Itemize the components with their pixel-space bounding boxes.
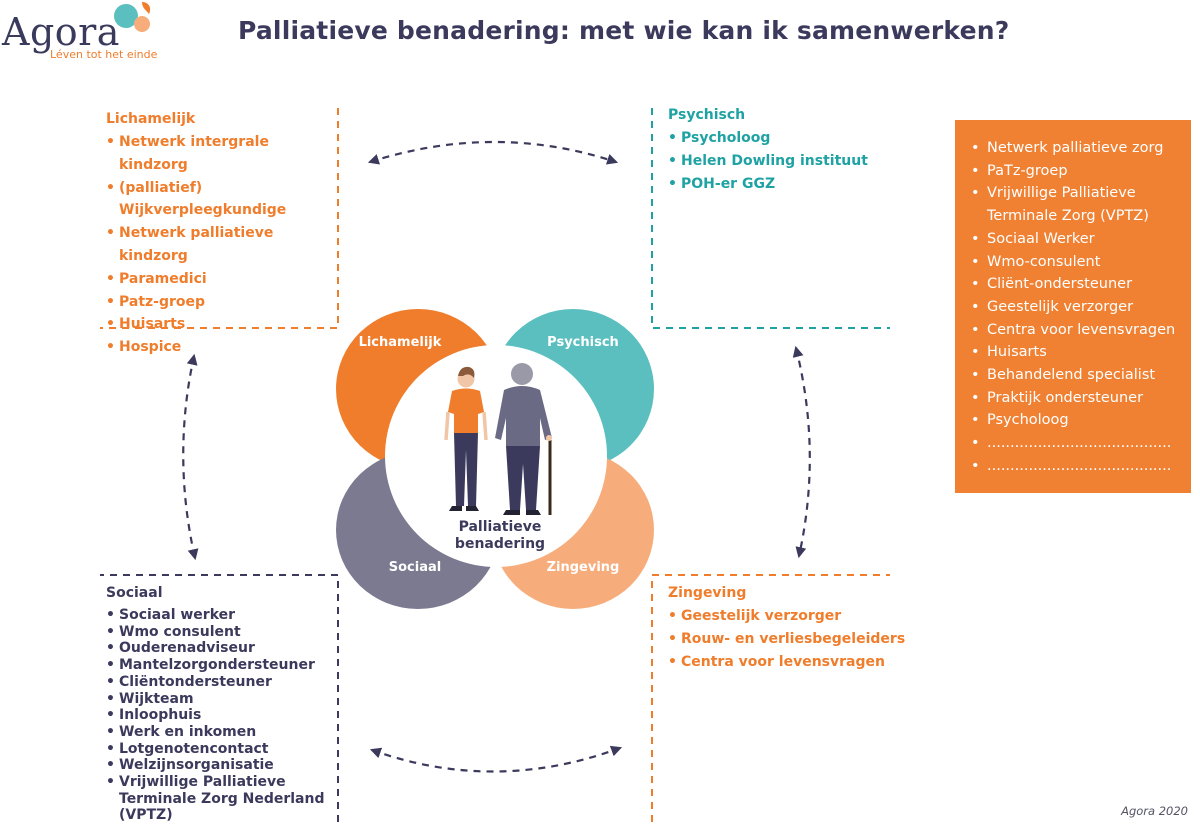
woman-figure (444, 366, 488, 511)
list-item: PaTz-groep (971, 160, 1191, 183)
lichamelijk-block: Lichamelijk Netwerk intergrale kindzorg … (106, 110, 338, 359)
sociaal-block: Sociaal Sociaal werker Wmo consulent Oud… (106, 584, 338, 824)
list-item: Psycholoog (668, 127, 908, 150)
zingeving-list: Geestelijk verzorger Rouw- en verliesbeg… (668, 605, 908, 674)
list-item: Centra voor levensvragen (668, 651, 908, 674)
list-item: Cliëntondersteuner (106, 674, 338, 691)
list-item: Wmo consulent (106, 624, 338, 641)
sociaal-heading: Sociaal (106, 585, 163, 601)
list-item: Wmo-consulent (971, 251, 1191, 274)
list-item: Paramedici (106, 268, 338, 291)
list-item-blank: ........................................ (971, 432, 1191, 455)
logo-dot-teal (114, 4, 138, 28)
list-item: Rouw- en verliesbegeleiders (668, 628, 908, 651)
zingeving-heading: Zingeving (668, 585, 747, 601)
side-panel-list: Netwerk palliatieve zorg PaTz-groep Vrij… (955, 120, 1191, 478)
list-item: Helen Dowling instituut (668, 150, 908, 173)
list-item: Huisarts (106, 313, 338, 336)
logo-mark (114, 2, 151, 32)
list-item: Netwerk palliatieve zorg (971, 137, 1191, 160)
list-item: POH-er GGZ (668, 173, 908, 196)
arrow-top (367, 140, 619, 165)
list-item: Vrijwillige Palliatieve Terminale Zorg N… (106, 774, 338, 824)
list-item: Lotgenotencontact (106, 741, 338, 758)
list-item: Netwerk palliatieve kindzorg (106, 222, 338, 268)
page-title: Palliatieve benadering: met wie kan ik s… (238, 16, 1010, 45)
side-panel: Netwerk palliatieve zorg PaTz-groep Vrij… (955, 120, 1191, 493)
list-item: Wijkteam (106, 691, 338, 708)
list-item: Geestelijk verzorger (971, 296, 1191, 319)
credit: Agora 2020 (1121, 804, 1188, 818)
list-item-blank: ........................................ (971, 455, 1191, 478)
list-item: Inloophuis (106, 707, 338, 724)
logo-leaf (142, 2, 151, 14)
arrow-left (182, 353, 199, 561)
center-label: Palliatieve benadering (454, 519, 546, 552)
list-item: Patz-groep (106, 291, 338, 314)
list-item: Welzijnsorganisatie (106, 757, 338, 774)
list-item: Psycholoog (971, 409, 1191, 432)
list-item: Vrijwillige Palliatieve Terminale Zorg (… (971, 182, 1191, 227)
list-item: Werk en inkomen (106, 724, 338, 741)
list-item: Centra voor levensvragen (971, 319, 1191, 342)
logo-dot-peach (134, 16, 150, 32)
arrow-right (792, 345, 811, 559)
list-item: Mantelzorgondersteuner (106, 657, 338, 674)
list-item: Sociaal Werker (971, 228, 1191, 251)
list-item: Sociaal werker (106, 607, 338, 624)
elderly-man-figure (495, 363, 552, 515)
zingeving-border (651, 574, 890, 822)
list-item: Geestelijk verzorger (668, 605, 908, 628)
logo-tagline: Léven tot het einde (50, 48, 158, 61)
petal-label-sociaal: Sociaal (388, 560, 442, 575)
list-item: Huisarts (971, 341, 1191, 364)
psychisch-heading: Psychisch (668, 107, 746, 123)
list-item: Ouderenadviseur (106, 640, 338, 657)
psychisch-border (651, 108, 890, 329)
petal-label-lichamelijk: Lichamelijk (358, 335, 442, 350)
sociaal-border (100, 574, 339, 822)
psychisch-list: Psycholoog Helen Dowling instituut POH-e… (668, 127, 908, 196)
list-item: Hospice (106, 336, 338, 359)
lichamelijk-heading: Lichamelijk (106, 111, 196, 127)
petal-label-psychisch: Psychisch (547, 335, 619, 350)
list-item: Praktijk ondersteuner (971, 387, 1191, 410)
zingeving-block: Zingeving Geestelijk verzorger Rouw- en … (668, 584, 908, 674)
list-item: Behandelend specialist (971, 364, 1191, 387)
lichamelijk-list: Netwerk intergrale kindzorg (palliatief)… (106, 131, 338, 359)
sociaal-list: Sociaal werker Wmo consulent Ouderenadvi… (106, 607, 338, 824)
logo-wordmark: Agora (2, 10, 120, 54)
petal-label-zingeving: Zingeving (546, 560, 620, 575)
list-item: (palliatief) Wijkverpleegkundige (106, 177, 338, 223)
list-item: Netwerk intergrale kindzorg (106, 131, 338, 177)
list-item: Cliënt-ondersteuner (971, 273, 1191, 296)
arrow-bottom (369, 745, 623, 773)
psychisch-block: Psychisch Psycholoog Helen Dowling insti… (668, 106, 908, 196)
